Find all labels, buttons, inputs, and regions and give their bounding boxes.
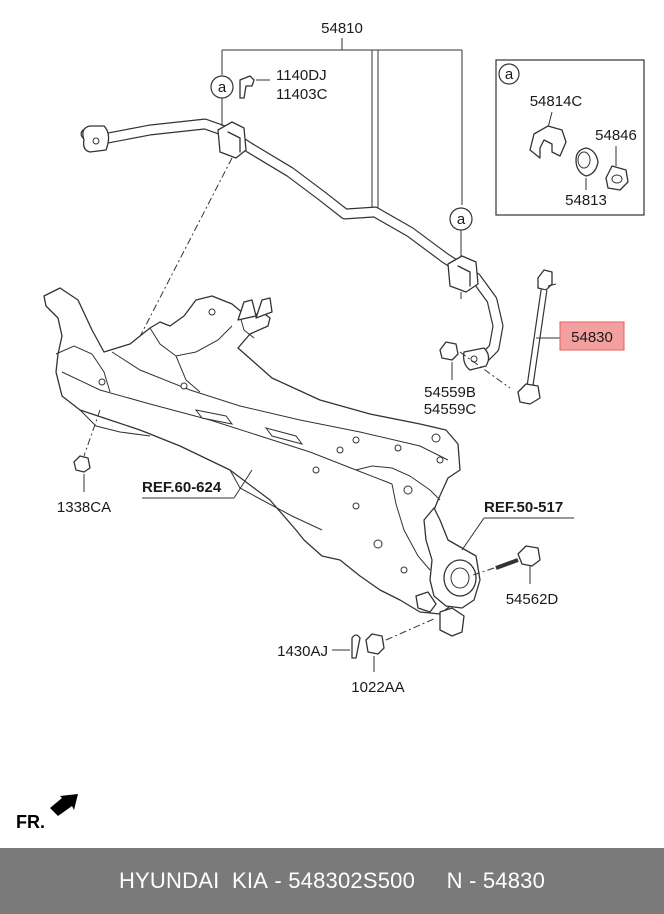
footer-part-number: 548302S500 bbox=[288, 868, 416, 893]
link-highlight bbox=[559, 321, 625, 351]
subframe-nut[interactable] bbox=[73, 409, 101, 492]
link-nut[interactable] bbox=[439, 341, 511, 389]
ref-subframe-label: REF.60-624 bbox=[142, 479, 222, 496]
detail-marker-1: a bbox=[210, 75, 234, 126]
label-subframe-nut: 1338CA bbox=[57, 499, 111, 516]
bracket-part[interactable] bbox=[605, 165, 629, 191]
footer-n-value: 54830 bbox=[482, 868, 546, 893]
detail-box-marker: a bbox=[505, 66, 514, 83]
label-link: 54830 bbox=[571, 329, 613, 346]
steering-knuckle[interactable] bbox=[415, 507, 481, 637]
stabilizer-bar-leader bbox=[221, 38, 463, 212]
label-nut-1: 54559B bbox=[424, 384, 476, 401]
label-split-pin: 1430AJ bbox=[277, 643, 328, 660]
label-bushing-inner: 54813 bbox=[565, 192, 607, 209]
bar-bushing-left[interactable] bbox=[217, 121, 247, 159]
label-bracket: 54846 bbox=[595, 127, 637, 144]
label-bushing: 54814C bbox=[530, 93, 583, 110]
footer-n-label: N bbox=[446, 868, 463, 893]
svg-text:a: a bbox=[218, 79, 227, 96]
label-castle-nut: 1022AA bbox=[351, 679, 404, 696]
detail-marker-2: a bbox=[449, 207, 473, 256]
link-label-box[interactable]: 54830 bbox=[559, 321, 625, 351]
footer-separator: - bbox=[274, 868, 282, 893]
split-pin[interactable] bbox=[332, 634, 361, 659]
stabilizer-bar[interactable] bbox=[80, 118, 504, 371]
mounting-line-left bbox=[131, 157, 233, 353]
ref-subframe[interactable]: REF.60-624 bbox=[142, 469, 253, 499]
label-nut-2: 54559C bbox=[424, 401, 477, 418]
footer-n-separator: - bbox=[469, 868, 477, 893]
ref-knuckle[interactable]: REF.50-517 bbox=[461, 499, 574, 551]
front-arrow-icon bbox=[50, 794, 78, 816]
bushing-part[interactable] bbox=[529, 125, 567, 159]
bar-bushing-right[interactable] bbox=[447, 255, 479, 293]
footer-brand-1: HYUNDAI bbox=[118, 868, 220, 893]
bushing-bolt[interactable] bbox=[239, 75, 270, 99]
label-bushing-bolt-1: 1140DJ bbox=[276, 67, 327, 84]
front-indicator: FR. bbox=[16, 794, 78, 832]
footer-bar: HYUNDAI KIA - 548302S500 N - 54830 bbox=[0, 848, 664, 914]
subframe[interactable] bbox=[43, 287, 463, 615]
label-bushing-bolt-2: 11403C bbox=[276, 86, 328, 103]
knuckle-bolt[interactable] bbox=[469, 545, 541, 584]
bushing-inner-part[interactable] bbox=[575, 147, 599, 177]
leader-bushing bbox=[547, 111, 553, 129]
ref-knuckle-label: REF.50-517 bbox=[484, 499, 563, 516]
label-stabilizer-bar: 54810 bbox=[321, 20, 363, 37]
parts-diagram: 54810 a a 1140DJ 11403C bbox=[16, 20, 645, 832]
castle-nut[interactable] bbox=[365, 617, 437, 672]
front-indicator-label: FR. bbox=[16, 812, 45, 832]
footer-brand-2: KIA bbox=[232, 868, 269, 893]
svg-text:a: a bbox=[457, 211, 466, 228]
label-bolt: 54562D bbox=[506, 591, 559, 608]
stabilizer-link[interactable] bbox=[517, 269, 557, 405]
